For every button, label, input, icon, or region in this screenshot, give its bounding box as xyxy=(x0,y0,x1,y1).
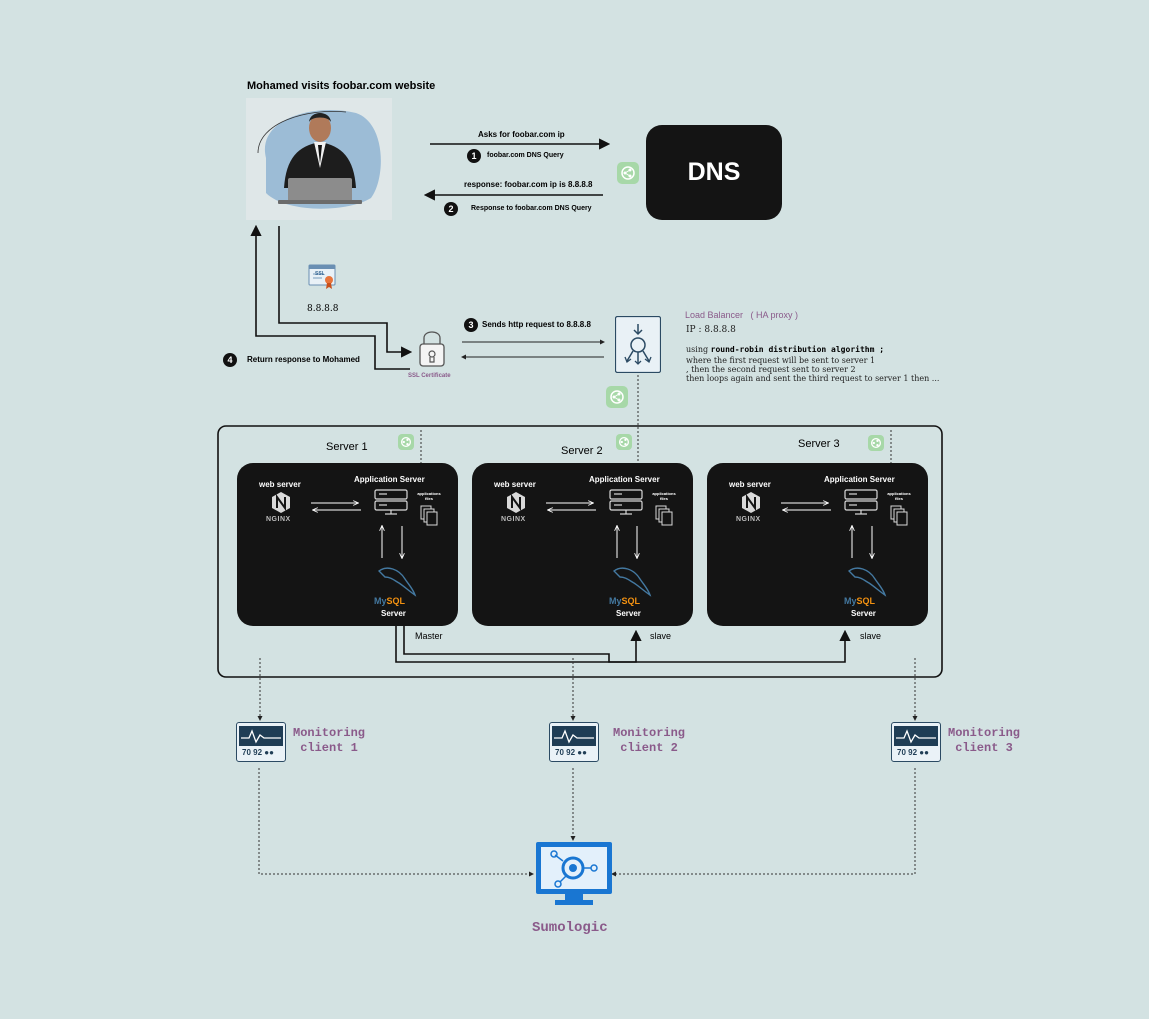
share-icon[interactable] xyxy=(617,162,639,184)
server-internals xyxy=(507,489,673,597)
dns-server-box: DNS xyxy=(646,125,782,220)
http-request-label: Sends http request to 8.8.8.8 xyxy=(482,320,591,329)
algorithm-desc-1: where the first request will be sent to … xyxy=(686,356,876,365)
server-1-role: Master xyxy=(415,631,443,641)
nginx-label: NGINX xyxy=(501,516,526,523)
load-balancer-title: Load Balancer ( HA proxy ) xyxy=(685,310,799,320)
monitor-icon: 70 92 ●● xyxy=(236,722,286,762)
sumologic-icon[interactable] xyxy=(535,841,613,912)
application-files-label: applications files xyxy=(652,491,676,501)
server-2-box[interactable]: web server Application Server applicatio… xyxy=(472,463,693,626)
application-server-label: Application Server xyxy=(354,475,425,484)
step-4-badge: 4 xyxy=(223,353,237,367)
server-3-box[interactable]: web server Application Server applicatio… xyxy=(707,463,928,626)
web-server-label: web server xyxy=(259,480,301,489)
server-1-box[interactable]: web server Application Server applicatio… xyxy=(237,463,458,626)
replication-line-slave-2 xyxy=(395,626,642,663)
files-icon xyxy=(655,505,673,526)
dns-request-label: Asks for foobar.com ip xyxy=(478,130,565,139)
nginx-label: NGINX xyxy=(266,516,291,523)
server-label: Server xyxy=(616,609,641,618)
application-server-label: Application Server xyxy=(824,475,895,484)
server-rack-icon xyxy=(844,489,878,515)
application-files-label: applications files xyxy=(887,491,911,501)
client-ip-label: 8.8.8.8 xyxy=(307,304,339,314)
dns-response-label: response: foobar.com ip is 8.8.8.8 xyxy=(464,180,593,189)
mysql-logo: MySQL xyxy=(374,596,406,606)
share-icon[interactable] xyxy=(398,434,414,450)
web-server-label: web server xyxy=(729,480,771,489)
dns-response-step-label: Response to foobar.com DNS Query xyxy=(471,205,592,212)
load-balancer-ip: IP : 8.8.8.8 xyxy=(686,325,736,335)
server-3-title: Server 3 xyxy=(798,438,840,450)
return-response-label: Return response to Mohamed xyxy=(247,355,360,364)
share-icon[interactable] xyxy=(606,386,628,408)
certificate-badge-text: SSL xyxy=(315,271,325,277)
server-3-role: slave xyxy=(860,631,882,641)
server-rack-icon xyxy=(374,489,408,515)
dns-query-label: foobar.com DNS Query xyxy=(487,152,564,159)
server-internals xyxy=(742,489,908,597)
step-1-badge: 1 xyxy=(467,149,481,163)
person-laptop-icon xyxy=(246,98,392,220)
sumologic-label: Sumologic xyxy=(532,920,608,936)
share-icon[interactable] xyxy=(616,434,632,450)
files-icon xyxy=(890,505,908,526)
page-title: Mohamed visits foobar.com website xyxy=(247,80,436,92)
step-3-badge: 3 xyxy=(464,318,478,332)
padlock-icon xyxy=(418,328,446,375)
client-to-ssl-line xyxy=(278,226,413,358)
mysql-dolphin-icon xyxy=(377,567,417,597)
algorithm-line: using round-robin distribution algorithm… xyxy=(686,345,885,354)
server-2-role: slave xyxy=(650,631,672,641)
nginx-label: NGINX xyxy=(736,516,761,523)
server-internals xyxy=(272,489,438,597)
server-rack-icon xyxy=(609,489,643,515)
mysql-dolphin-icon xyxy=(612,567,652,597)
algorithm-desc-3: then loops again and sent the third requ… xyxy=(686,374,940,383)
server-1-title: Server 1 xyxy=(326,441,368,453)
monitor-icon: 70 92 ●● xyxy=(549,722,599,762)
certificate-icon xyxy=(308,264,336,295)
ssl-certificate-label: SSL Certificate xyxy=(408,373,451,379)
step-2-badge: 2 xyxy=(444,202,458,216)
load-balancer-icon[interactable] xyxy=(614,315,662,378)
server-label: Server xyxy=(851,609,876,618)
application-server-label: Application Server xyxy=(589,475,660,484)
web-server-label: web server xyxy=(494,480,536,489)
algorithm-desc-2: , then the second request sent to server… xyxy=(686,365,856,374)
replication-line-slave-3 xyxy=(403,626,851,663)
server-label: Server xyxy=(381,609,406,618)
server-cluster-frame xyxy=(217,425,943,678)
monitor-icon: 70 92 ●● xyxy=(891,722,941,762)
application-files-label: applications files xyxy=(417,491,441,501)
return-response-line xyxy=(250,224,410,370)
share-icon[interactable] xyxy=(868,435,884,451)
mysql-logo: MySQL xyxy=(609,596,641,606)
mysql-logo: MySQL xyxy=(844,596,876,606)
files-icon xyxy=(420,505,438,526)
server-2-title: Server 2 xyxy=(561,445,603,457)
mysql-dolphin-icon xyxy=(847,567,887,597)
